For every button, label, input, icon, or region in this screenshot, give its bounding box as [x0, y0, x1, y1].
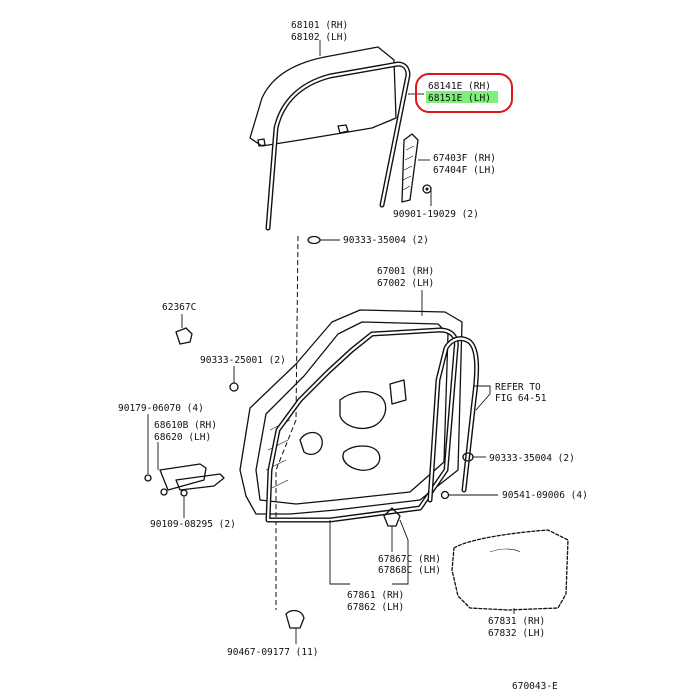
service-hole-cover-67831: [451, 529, 569, 614]
label-68151e: 68151E (LH): [428, 93, 491, 104]
label-67832: 67832 (LH): [488, 628, 545, 639]
clip-67867: [383, 507, 401, 552]
door-weatherstrip: [265, 327, 459, 523]
door-check-68610: [144, 414, 225, 518]
label-67404f: 67404F (LH): [433, 165, 496, 176]
leader-lines: [157, 40, 498, 585]
highlight-marker: [426, 91, 498, 103]
clip-90467: [285, 609, 305, 644]
division-bar: [401, 133, 419, 203]
body-weatherstrip: [427, 336, 480, 503]
label-68620: 68620 (LH): [154, 432, 211, 443]
door-glass: [249, 46, 397, 147]
bolt-90901: [422, 184, 432, 194]
label-refer-to: REFER TO: [495, 382, 541, 393]
assembly-lines: [229, 235, 321, 610]
label-68101: 68101 (RH): [291, 20, 348, 31]
label-62367c: 62367C: [162, 302, 196, 313]
figure-number: 670043-E: [512, 681, 558, 692]
highlight-ring: [415, 73, 513, 113]
label-67403f: 67403F (RH): [433, 153, 496, 164]
label-90901: 90901-19029 (2): [393, 209, 479, 220]
label-68610b: 68610B (RH): [154, 420, 217, 431]
label-67868c: 67868C (LH): [378, 565, 441, 576]
label-90333-c: 90333-35004 (2): [489, 453, 575, 464]
label-67831: 67831 (RH): [488, 616, 545, 627]
label-67861: 67861 (RH): [347, 590, 404, 601]
label-90109: 90109-08295 (2): [150, 519, 236, 530]
label-90179: 90179-06070 (4): [118, 403, 204, 414]
glass-run-channel: [265, 61, 411, 231]
label-90333-b: 90333-25001 (2): [200, 355, 286, 366]
label-67001: 67001 (RH): [377, 266, 434, 277]
label-90541: 90541-09006 (4): [502, 490, 588, 501]
label-90333-a: 90333-35004 (2): [343, 235, 429, 246]
label-68102: 68102 (LH): [291, 32, 348, 43]
clip-62367: [175, 314, 193, 345]
label-68141e: 68141E (RH): [428, 81, 491, 92]
part-labels: 68101 (RH) 68102 (LH) 68141E (RH) 68151E…: [118, 20, 588, 692]
label-90467: 90467-09177 (11): [227, 647, 319, 658]
label-67862: 67862 (LH): [347, 602, 404, 613]
label-fig-64-51: FIG 64-51: [495, 393, 547, 404]
label-67867c: 67867C (RH): [378, 554, 441, 565]
label-67002: 67002 (LH): [377, 278, 434, 289]
